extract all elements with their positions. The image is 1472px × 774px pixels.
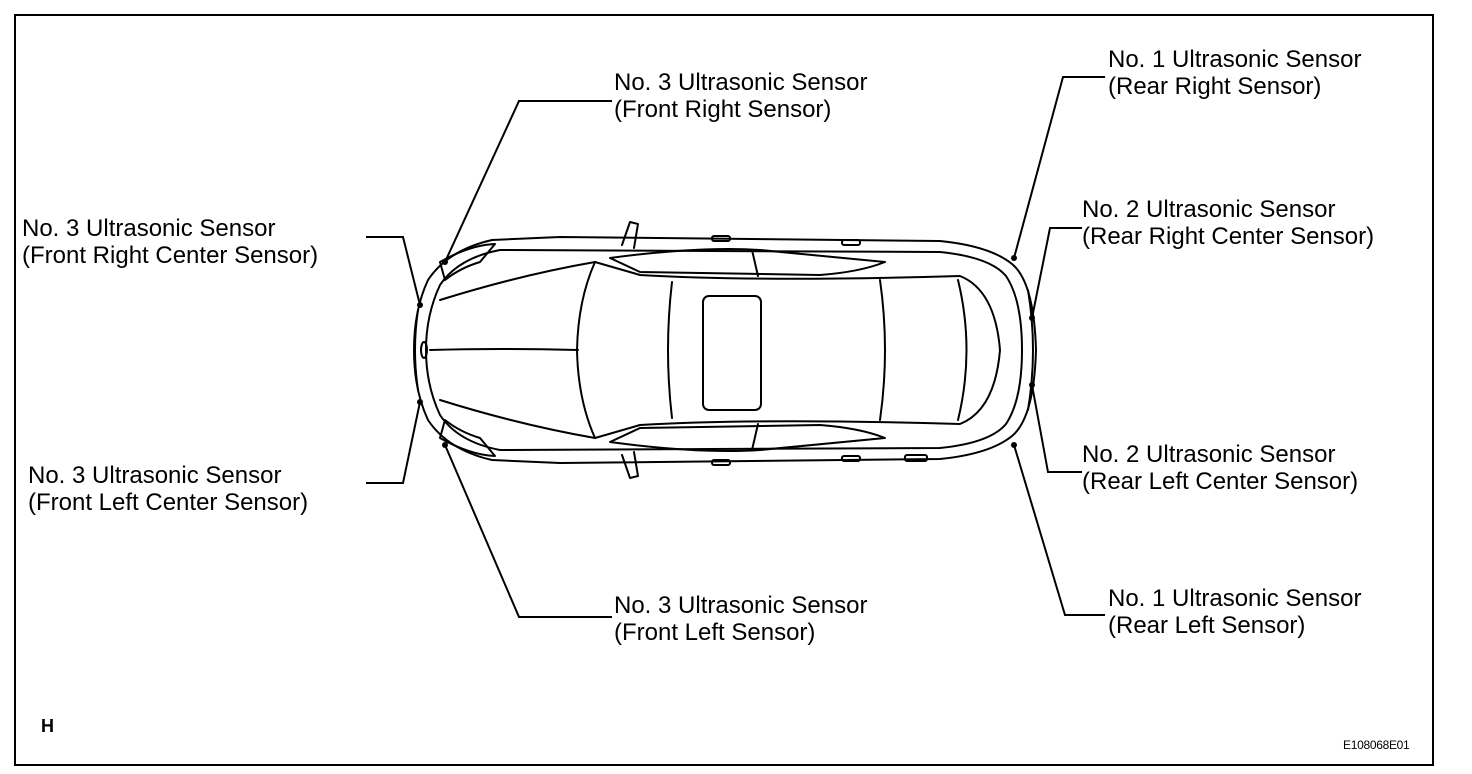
mirror-right [621,221,639,249]
diagram-frame [14,14,1434,766]
mirror-left [621,451,639,479]
label-rear-right-center-sensor: No. 2 Ultrasonic Sensor (Rear Right Cent… [1082,196,1374,250]
label-line-2: (Rear Left Center Sensor) [1082,468,1359,495]
leader-front-right-center [366,236,421,306]
label-line-2: (Rear Right Center Sensor) [1082,223,1375,250]
label-front-right-sensor: No. 3 Ultrasonic Sensor (Front Right Sen… [614,69,867,123]
label-front-left-center-sensor: No. 3 Ultrasonic Sensor (Front Left Cent… [28,462,308,516]
rear-window-edge [957,279,968,421]
label-line-2: (Front Left Center Sensor) [28,489,309,516]
label-line-1: No. 3 Ultrasonic Sensor [22,215,276,242]
label-line-2: (Rear Left Sensor) [1108,612,1306,639]
label-line-1: No. 2 Ultrasonic Sensor [1082,441,1336,468]
leader-front-right [444,100,612,263]
label-line-1: No. 3 Ultrasonic Sensor [28,462,282,489]
leader-rear-right [1013,76,1105,259]
label-rear-left-center-sensor: No. 2 Ultrasonic Sensor (Rear Left Cente… [1082,441,1358,495]
hood-line-upper [439,261,596,301]
label-line-1: No. 3 Ultrasonic Sensor [614,69,868,96]
label-line-1: No. 2 Ultrasonic Sensor [1082,196,1336,223]
label-front-right-center-sensor: No. 3 Ultrasonic Sensor (Front Right Cen… [22,215,318,269]
hood-line-lower [439,399,596,439]
leader-rear-left [1013,444,1105,616]
corner-letter: H [41,716,54,736]
windshield [576,261,596,439]
roof-front-edge [667,281,673,419]
leader-front-left [444,444,612,618]
label-rear-right-sensor: No. 1 Ultrasonic Sensor (Rear Right Sens… [1108,46,1361,100]
label-front-left-sensor: No. 3 Ultrasonic Sensor (Front Left Sens… [614,592,867,646]
front-bumper [414,309,419,391]
rear-bumper [1027,289,1034,411]
roof-rear-edge [879,279,886,421]
hood-center-line [429,348,579,351]
car-body-inner-line [425,249,1023,451]
label-line-2: (Front Right Sensor) [614,96,832,123]
leader-rear-left-center [1031,384,1082,473]
cabin-roof-outline [594,261,1001,439]
label-rear-left-sensor: No. 1 Ultrasonic Sensor (Rear Left Senso… [1108,585,1361,639]
headlight-left [439,419,496,457]
headlight-right [439,243,496,281]
label-line-1: No. 1 Ultrasonic Sensor [1108,585,1362,612]
leader-front-left-center [366,401,421,484]
label-line-2: (Front Left Sensor) [614,619,816,646]
figure-id: E108068E01 [1343,738,1410,752]
label-line-1: No. 3 Ultrasonic Sensor [614,592,868,619]
side-window-lower [609,424,886,452]
side-window-upper [609,248,886,276]
label-line-1: No. 1 Ultrasonic Sensor [1108,46,1362,73]
leader-rear-right-center [1031,227,1082,319]
sunroof [702,295,762,411]
label-line-2: (Front Right Center Sensor) [22,242,319,269]
label-line-2: (Rear Right Sensor) [1108,73,1322,100]
